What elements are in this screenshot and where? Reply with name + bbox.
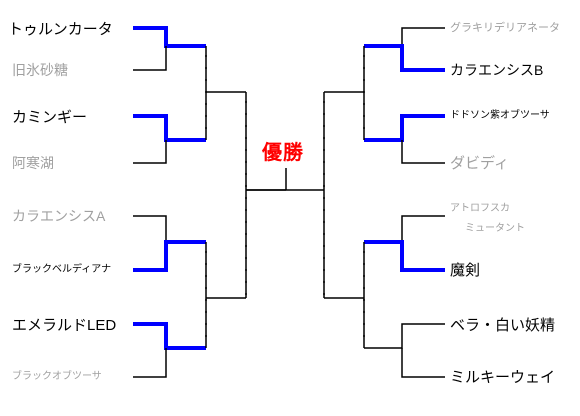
tick-dot [363,103,365,105]
tick-dot [245,269,247,271]
tick-dot [323,221,325,223]
tick-dot [245,245,247,247]
tick-dot [205,79,207,81]
tick-dot [245,161,247,163]
left-entry-6: ブラックベルディアナ [12,264,112,275]
tick-dot [245,137,247,139]
tick-dot [363,263,365,265]
right-entry-2: カラエンシスB [450,62,544,78]
tick-dot [245,257,247,259]
tick-dot [205,275,207,277]
tick-dot [245,281,247,283]
right-match-3 [364,215,445,272]
tick-dot [205,311,207,313]
tick-dot [205,91,207,93]
left-match-2 [133,114,206,164]
tick-dot [205,287,207,289]
tick-dot [205,55,207,57]
tick-dot [323,137,325,139]
tick-dot [205,127,207,129]
tick-dot [245,221,247,223]
left-match-3 [133,215,206,272]
tick-dot [323,257,325,259]
tick-dot [323,125,325,127]
tick-dot [245,233,247,235]
tick-dot [323,197,325,199]
left-entry-4: 阿寒湖 [12,155,54,171]
tick-dot [363,335,365,337]
tick-dot [363,55,365,57]
tick-dot [363,79,365,81]
tick-dot [245,101,247,103]
tick-dot [245,197,247,199]
tick-dot [363,115,365,117]
left-entry-8: ブラックオブツーサ [12,371,102,382]
right-semi-2 [324,242,365,348]
tick-dot [323,185,325,187]
tick-dot [323,293,325,295]
tick-dot [363,287,365,289]
right-entry-6: ミュータント [465,223,525,234]
right-entry-1: グラキリデリアネータ [450,22,560,34]
tick-dot [205,67,207,69]
tick-dot [245,293,247,295]
tick-dot [323,269,325,271]
tick-dot [363,67,365,69]
right-entry-8: ベラ・白い妖精 [450,317,556,334]
tick-dot [363,275,365,277]
right-entry-5: アトロフスカ [450,203,510,214]
right-entry-7: 魔剣 [450,262,481,279]
left-semi-1 [205,46,246,140]
tick-dot [363,251,365,253]
tick-dot [245,149,247,151]
right-match-1 [364,27,445,72]
tick-dot [205,323,207,325]
tick-dot [245,173,247,175]
tick-dot [245,125,247,127]
tick-dot [323,245,325,247]
tick-dot [205,115,207,117]
tick-dot [205,263,207,265]
tick-dot [205,299,207,301]
tick-dot [363,91,365,93]
tick-dot [245,209,247,211]
left-match-4 [133,322,206,378]
left-entry-2: 旧氷砂糖 [12,62,68,78]
final-line [246,168,324,191]
tick-dot [205,103,207,105]
left-semi-2 [205,242,246,348]
tick-dot [323,101,325,103]
tick-dot [323,113,325,115]
tick-dot [245,185,247,187]
tick-dot [205,335,207,337]
tick-dot [205,251,207,253]
right-entry-9: ミルキーウェイ [450,369,556,386]
tick-dot [323,233,325,235]
left-match-1 [133,26,206,71]
left-entry-1: トゥルンカータ [8,21,113,38]
right-semi-1 [324,46,365,140]
tick-dot [323,161,325,163]
right-match-4 [364,323,445,378]
left-entry-7: エメラルドLED [12,317,117,334]
tick-dots [205,55,365,337]
tick-dot [363,323,365,325]
right-entry-4: ダビディ [450,155,509,172]
champion-label: 優勝 [262,142,304,164]
tick-dot [323,209,325,211]
tick-dot [363,127,365,129]
tick-dot [363,299,365,301]
tick-dot [323,173,325,175]
tick-dot [363,311,365,313]
right-match-2 [364,114,445,164]
tick-dot [323,281,325,283]
left-final [245,92,286,298]
left-entry-5: カラエンシスA [12,208,106,224]
tick-dot [245,113,247,115]
right-entry-3: ドドソン紫オブツーサ [450,110,550,121]
left-entry-3: カミンギー [12,109,88,126]
tick-dot [323,149,325,151]
